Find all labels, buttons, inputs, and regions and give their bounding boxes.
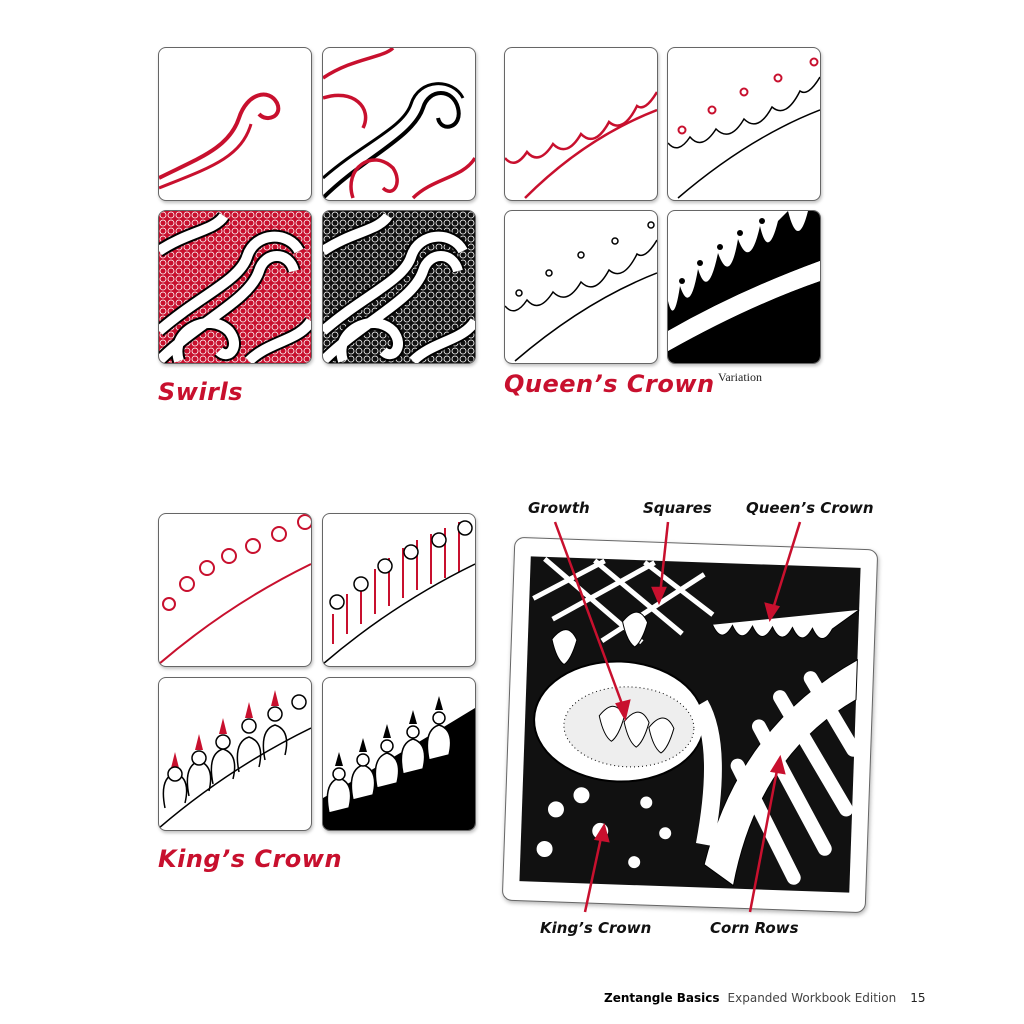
- swirls-step-1: [158, 47, 312, 201]
- queens-crown-step-2: [667, 47, 821, 201]
- callout-queens-crown: Queen’s Crown: [746, 499, 874, 517]
- swirls-step-2: [322, 47, 476, 201]
- callout-squares: Squares: [643, 499, 712, 517]
- swirls-step-4: [322, 210, 476, 364]
- kings-crown-step-4: [322, 677, 476, 831]
- swirls-title: Swirls: [158, 378, 244, 406]
- callout-growth: Growth: [528, 499, 590, 517]
- callout-corn-rows: Corn Rows: [710, 919, 799, 937]
- edition-label: Expanded Workbook Edition: [727, 991, 897, 1005]
- queens-crown-step-3: [504, 210, 658, 364]
- swirls-step-3: [158, 210, 312, 364]
- kings-crown-step-2: [322, 513, 476, 667]
- kings-crown-title: King’s Crown: [158, 845, 343, 873]
- queens-crown-variation: [667, 210, 821, 364]
- queens-crown-step-1: [504, 47, 658, 201]
- page-footer: Zentangle Basics Expanded Workbook Editio…: [604, 991, 926, 1005]
- kings-crown-step-1: [158, 513, 312, 667]
- example-tile: [501, 536, 879, 914]
- queens-crown-title: Queen’s Crown: [504, 370, 715, 398]
- book-title: Zentangle Basics: [604, 991, 720, 1005]
- kings-crown-step-3: [158, 677, 312, 831]
- variation-label: Variation: [718, 370, 762, 384]
- callout-kings-crown: King’s Crown: [540, 919, 652, 937]
- page-number: 15: [910, 991, 926, 1005]
